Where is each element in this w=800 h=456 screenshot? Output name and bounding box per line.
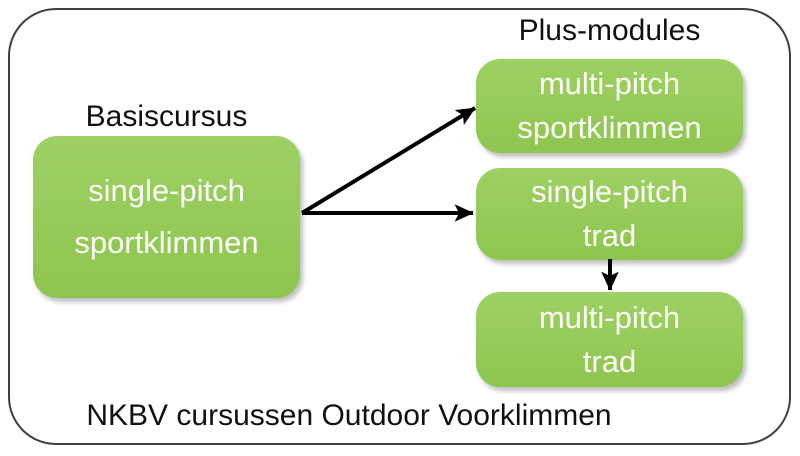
heading-plus-modules: Plus-modules (518, 14, 701, 47)
outer-rounded-frame (8, 8, 791, 445)
box-text-line: sportklimmen (517, 110, 702, 145)
box-text-line: trad (582, 218, 637, 253)
box-single-pitch-sportklimmen: single-pitch sportklimmen (33, 136, 300, 298)
box-text-line: single-pitch (531, 174, 688, 209)
heading-basiscursus: Basiscursus (85, 100, 248, 133)
box-text-line: multi-pitch (538, 299, 681, 335)
box-text-line: single-pitch (88, 173, 245, 208)
box-text-line: multi-pitch (538, 66, 681, 101)
box-text-line: sportklimmen (74, 225, 259, 260)
box-single-pitch-trad: single-pitch trad (476, 168, 743, 260)
diagram-caption: NKBV cursussen Outdoor Voorklimmen (86, 399, 612, 432)
box-text-line: trad (582, 343, 637, 379)
box-multi-pitch-sportklimmen: multi-pitch sportklimmen (476, 59, 743, 153)
box-multi-pitch-trad: multi-pitch trad (476, 292, 743, 387)
